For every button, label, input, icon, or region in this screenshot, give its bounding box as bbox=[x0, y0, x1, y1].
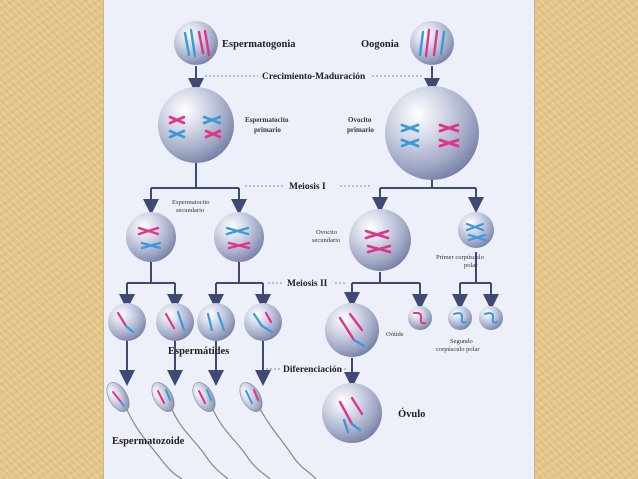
label-oogonia: Oogonia bbox=[361, 39, 400, 50]
label-ovocito-secundario-line2: secundario bbox=[312, 237, 340, 244]
label-primer-corpusculo-line2: polar bbox=[464, 262, 478, 269]
primary-spermatocyte-cell bbox=[158, 87, 234, 163]
label-segundo-corpusculo-line1: Segundo bbox=[450, 338, 473, 345]
secondary-spermatocyte-cell-1 bbox=[126, 212, 176, 262]
label-ovocito-secundario-line1: Ovocito bbox=[316, 229, 337, 236]
spermatozoon-1 bbox=[106, 382, 183, 479]
spermatozoon-2 bbox=[151, 382, 229, 479]
secondary-oocyte-cell bbox=[349, 209, 411, 271]
label-ovulo: Óvulo bbox=[398, 408, 425, 420]
spermatozoon-4 bbox=[239, 382, 317, 479]
oogonia-cell bbox=[410, 21, 454, 65]
spermatozoon-3 bbox=[192, 382, 271, 479]
label-ovocito-primario-line1: Ovocito bbox=[348, 116, 372, 124]
spermatogonia-cell bbox=[174, 21, 218, 65]
spermatid-cell-2 bbox=[156, 303, 194, 341]
secondary-spermatocyte-cell-2 bbox=[214, 212, 264, 262]
label-segundo-corpusculo-line2: corpúsculo polar bbox=[436, 346, 480, 353]
label-ootide: Oótide bbox=[386, 331, 404, 338]
label-espermatocito-primario-line2: primario bbox=[254, 126, 281, 134]
spermatid-cell-3 bbox=[197, 303, 235, 341]
first-polar-body-cell bbox=[458, 212, 494, 248]
second-polar-body-cell-3 bbox=[479, 306, 503, 330]
label-espermatocito-secundario-line2: secundario bbox=[176, 207, 204, 214]
connector-lines bbox=[119, 66, 499, 388]
second-polar-body-cell-1 bbox=[408, 306, 432, 330]
ovum-cell bbox=[322, 383, 382, 443]
label-meiosis-ii: Meiosis II bbox=[287, 279, 328, 289]
second-polar-body-cell-2 bbox=[448, 306, 472, 330]
spermatid-cell-1 bbox=[108, 303, 146, 341]
label-crecimiento-maduracion: Crecimiento-Maduración bbox=[262, 72, 366, 82]
label-meiosis-i: Meiosis I bbox=[289, 182, 326, 192]
dotted-guide-lines bbox=[205, 75, 424, 370]
label-espermatozoide: Espermatozoide bbox=[112, 436, 185, 447]
primary-oocyte-cell bbox=[385, 86, 479, 180]
label-espermatocito-primario-line1: Espermatocito bbox=[245, 116, 289, 124]
label-primer-corpusculo-line1: Primer corpúsculo bbox=[436, 254, 484, 261]
spermatid-cell-4 bbox=[244, 303, 282, 341]
label-ovocito-primario-line2: primario bbox=[347, 126, 374, 134]
label-diferenciacion: Diferenciación bbox=[283, 365, 343, 375]
label-espermatides: Espermátides bbox=[168, 346, 229, 357]
label-espermatogonia: Espermatogonia bbox=[222, 39, 296, 50]
label-espermatocito-secundario-line1: Espermatocito bbox=[172, 199, 210, 206]
ootide-cell bbox=[325, 303, 379, 357]
